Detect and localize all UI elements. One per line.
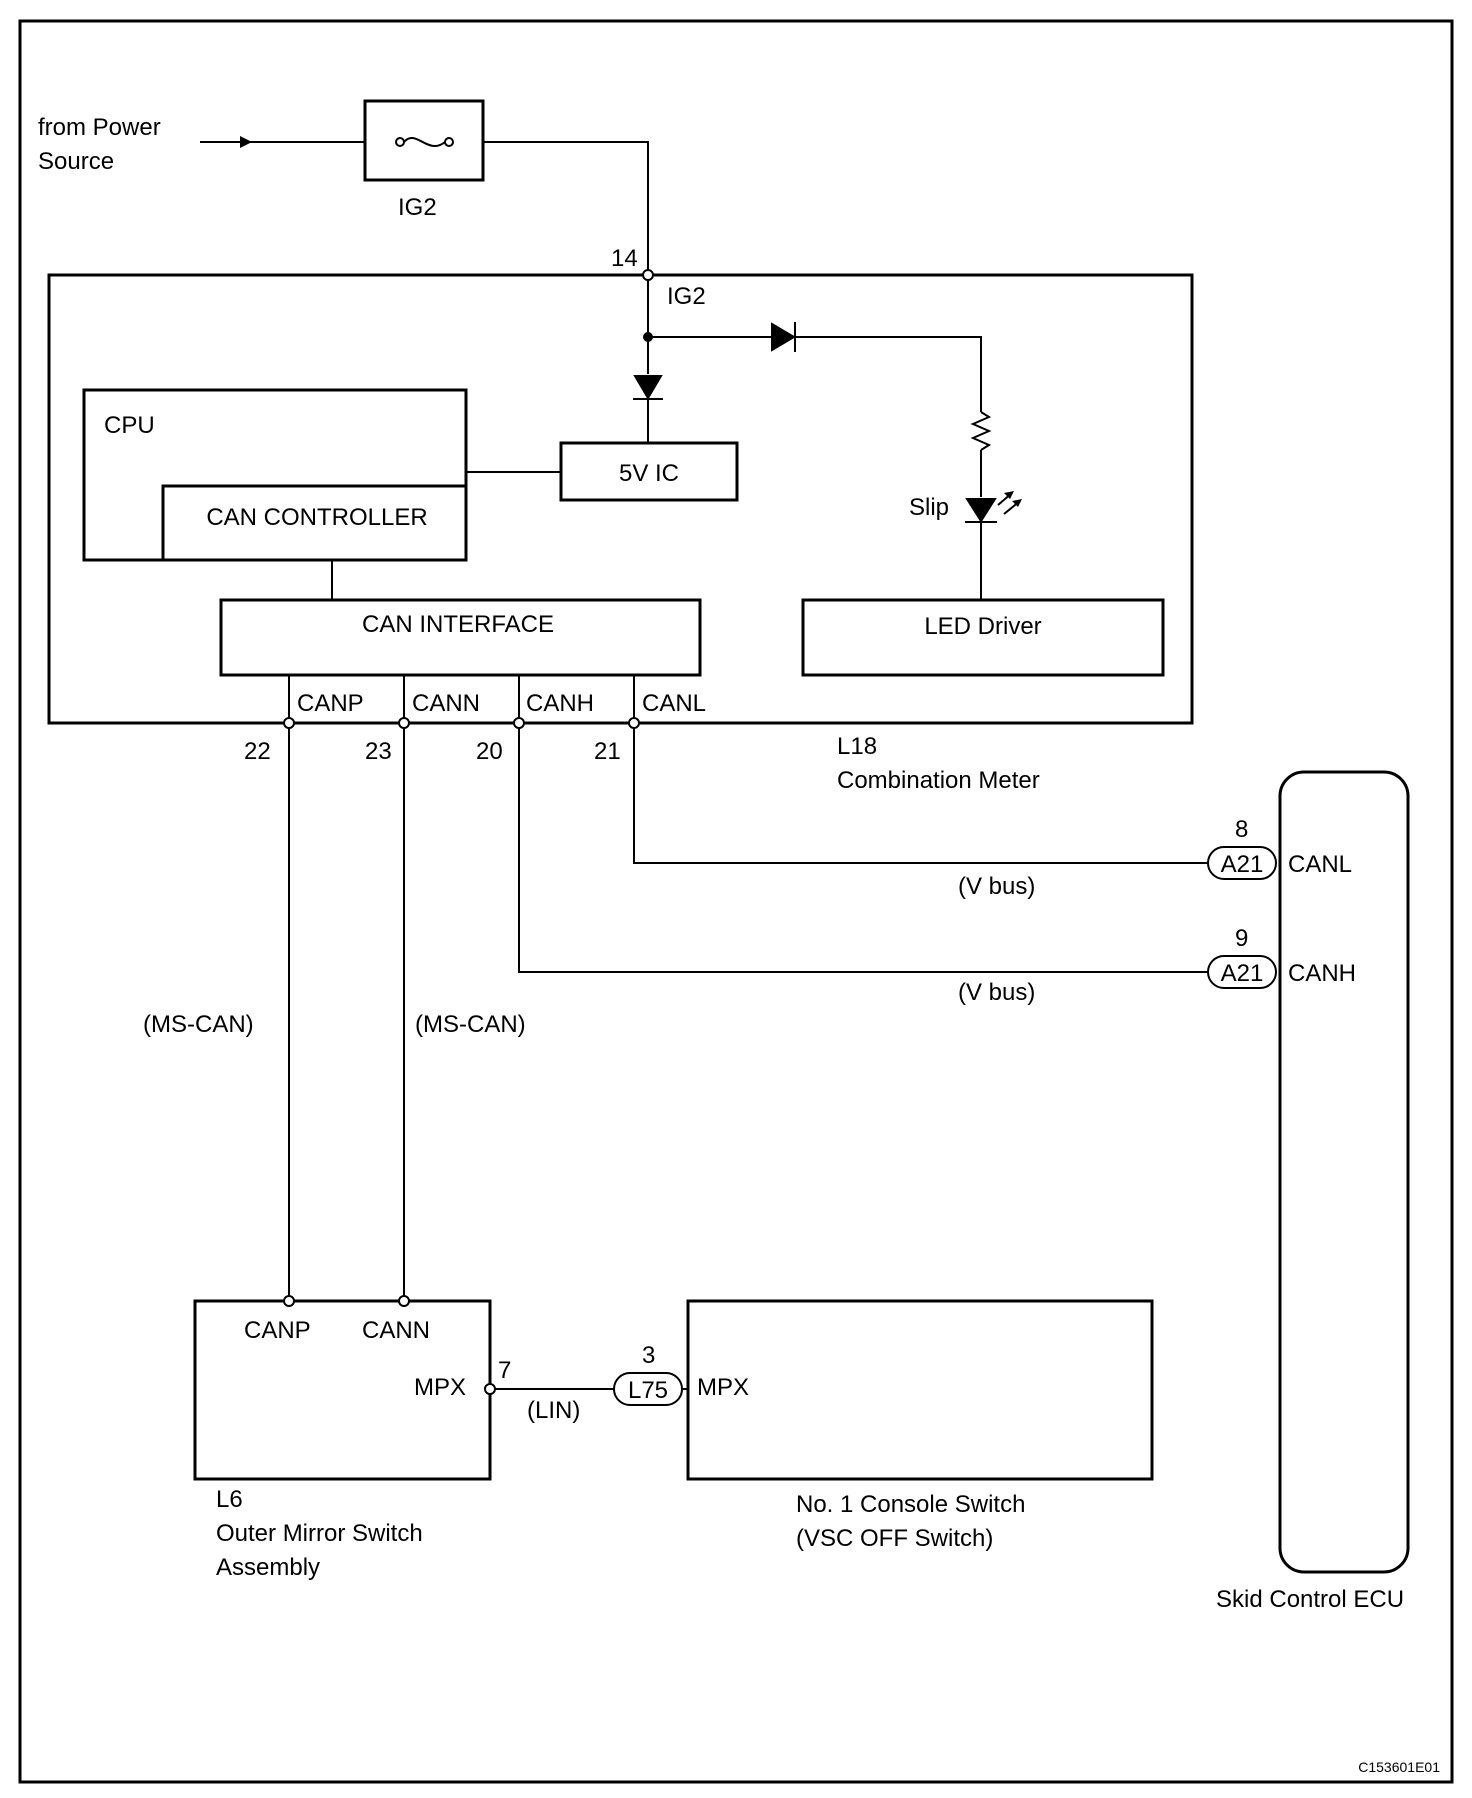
can-interface (219, 598, 702, 677)
ecu-canh-label: CANH (1288, 960, 1356, 987)
cann-ms-can-label: (MS-CAN) (415, 1011, 526, 1038)
console-pin-3-number: 3 (642, 1342, 655, 1369)
console-switch (686, 1299, 1154, 1481)
power-arrow (240, 136, 252, 148)
pin-23-node (398, 717, 410, 729)
fuse-terminal-right (444, 137, 454, 147)
pin-22-node (283, 717, 295, 729)
canl-vbus-label: (V bus) (958, 873, 1035, 900)
pin-20-number: 20 (476, 738, 503, 765)
console-mpx-label: MPX (697, 1374, 749, 1401)
skid-control-ecu-label: Skid Control ECU (1216, 1586, 1404, 1613)
can-controller-label: CAN CONTROLLER (206, 504, 427, 531)
connector-a21-canh (1207, 955, 1277, 989)
ecu-canl-label: CANL (1288, 851, 1352, 878)
canl-vbus-wire (633, 728, 1208, 864)
pin-canp-label: CANP (297, 690, 364, 717)
ig2-label: IG2 (667, 283, 706, 310)
led-ray-1-head (1004, 491, 1014, 499)
skid-control-ecu (1278, 770, 1410, 1574)
slip-led-icon (965, 498, 997, 523)
pin-14-node (642, 269, 654, 281)
power-source-label-2: Source (38, 148, 114, 175)
pin-cann-label: CANN (412, 690, 480, 717)
outer-mirror-name: Outer Mirror Switch (216, 1520, 423, 1547)
outer-mirror-switch (193, 1299, 492, 1481)
led-ray-2-head (1012, 499, 1022, 507)
pin-23-number: 23 (365, 738, 392, 765)
fuse-element (403, 136, 446, 148)
ecu-pin-8-number: 8 (1235, 816, 1248, 843)
mirror-canp-label: CANP (244, 1317, 311, 1344)
wire-diode-to-resistor (795, 336, 982, 412)
fuse-ig2 (363, 99, 485, 182)
mirror-cann-label: CANN (362, 1317, 430, 1344)
power-source-label: from Power (38, 114, 161, 141)
connector-l75-label: L75 (628, 1377, 668, 1404)
console-switch-name: No. 1 Console Switch (796, 1491, 1025, 1518)
pin-14-number: 14 (611, 245, 638, 272)
five-volt-ic (559, 441, 739, 502)
can-interface-label: CAN INTERFACE (362, 611, 554, 638)
combination-meter-code: L18 (837, 733, 877, 760)
pin-22-number: 22 (244, 738, 271, 765)
led-driver (801, 598, 1165, 677)
connector-a21-canh-label: A21 (1221, 960, 1264, 987)
mirror-mpx-node (484, 1383, 496, 1395)
diagram-frame (18, 19, 1454, 1784)
pin-canh-label: CANH (526, 690, 594, 717)
can-controller (161, 484, 468, 562)
five-volt-ic-label: 5V IC (619, 460, 679, 487)
connector-a21-canl-label: A21 (1221, 851, 1264, 878)
slip-label: Slip (909, 494, 949, 521)
led-driver-label: LED Driver (924, 613, 1041, 640)
pin-21-number: 21 (594, 738, 621, 765)
mirror-canp-node (283, 1295, 295, 1307)
resistor-icon (970, 411, 992, 451)
fuse-terminal-left (395, 137, 405, 147)
ecu-pin-9-number: 9 (1235, 925, 1248, 952)
ig2-wire (483, 141, 649, 275)
pin-canl-label: CANL (642, 690, 706, 717)
outer-mirror-code: L6 (216, 1486, 243, 1513)
connector-a21-canl (1207, 846, 1277, 880)
canh-vbus-label: (V bus) (958, 979, 1035, 1006)
cpu-label: CPU (104, 412, 155, 439)
mirror-mpx-pin: 7 (498, 1357, 511, 1384)
diode-down-icon (633, 375, 663, 400)
canp-ms-can-label: (MS-CAN) (143, 1011, 254, 1038)
pin-20-node (513, 717, 525, 729)
outer-mirror-name-2: Assembly (216, 1554, 320, 1581)
mirror-cann-node (398, 1295, 410, 1307)
figure-code: C153601E01 (1358, 1759, 1440, 1775)
mirror-mpx-label: MPX (414, 1374, 466, 1401)
combination-meter-name: Combination Meter (837, 767, 1040, 794)
console-switch-name-2: (VSC OFF Switch) (796, 1525, 993, 1552)
diode-right-icon (771, 322, 796, 352)
fuse-label: IG2 (398, 194, 437, 221)
pin-21-node (628, 717, 640, 729)
lin-label: (LIN) (527, 1397, 580, 1424)
canh-vbus-wire (518, 728, 1208, 973)
